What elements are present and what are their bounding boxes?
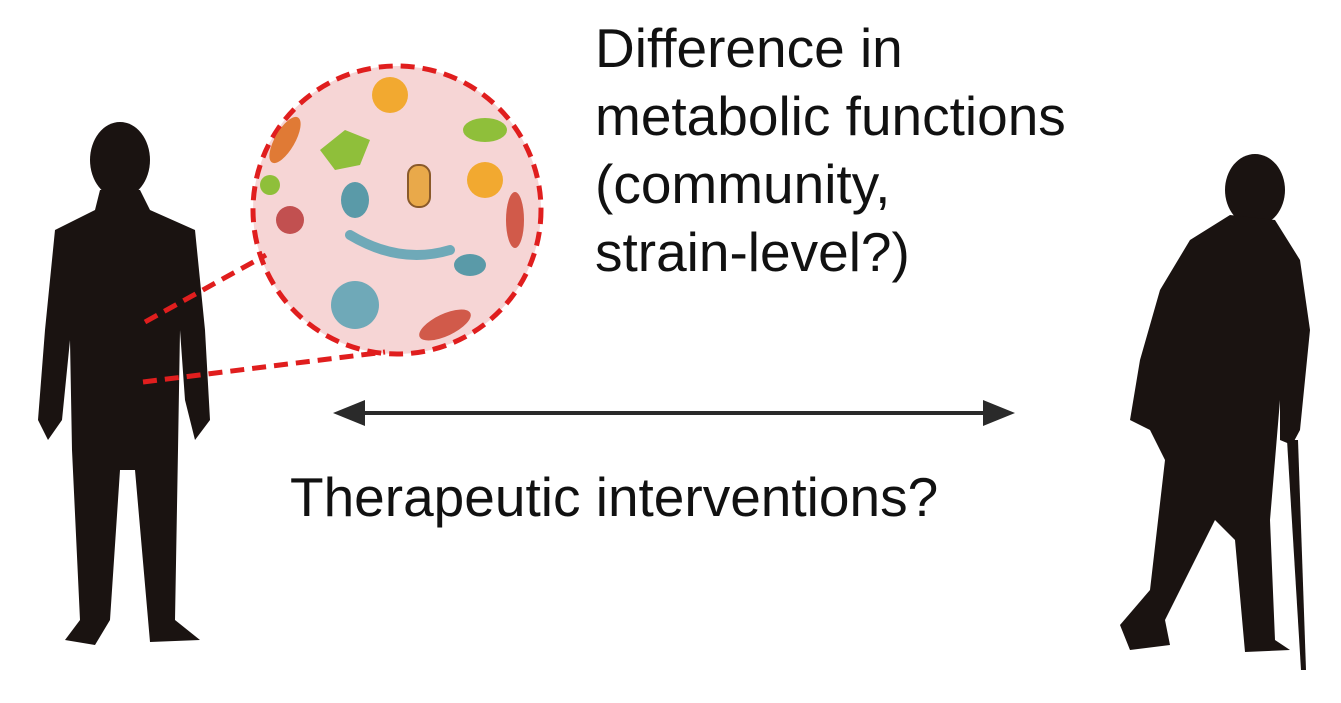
elderly-person-silhouette [1120, 154, 1310, 670]
label-line-1: Difference in [595, 17, 903, 79]
label-line-4: strain-level?) [595, 221, 910, 283]
metabolic-difference-label: Difference in metabolic functions (commu… [595, 14, 1066, 286]
double-headed-arrow [333, 400, 1015, 426]
label-line-3: (community, [595, 153, 891, 215]
label-line-2: metabolic functions [595, 85, 1066, 147]
therapeutic-interventions-label: Therapeutic interventions? [290, 466, 939, 528]
microbe-icons [260, 77, 524, 341]
zoom-line-upper [143, 252, 268, 325]
microbiome-circle [250, 63, 544, 357]
zoom-line-lower [142, 349, 386, 385]
young-person-silhouette [38, 122, 210, 645]
